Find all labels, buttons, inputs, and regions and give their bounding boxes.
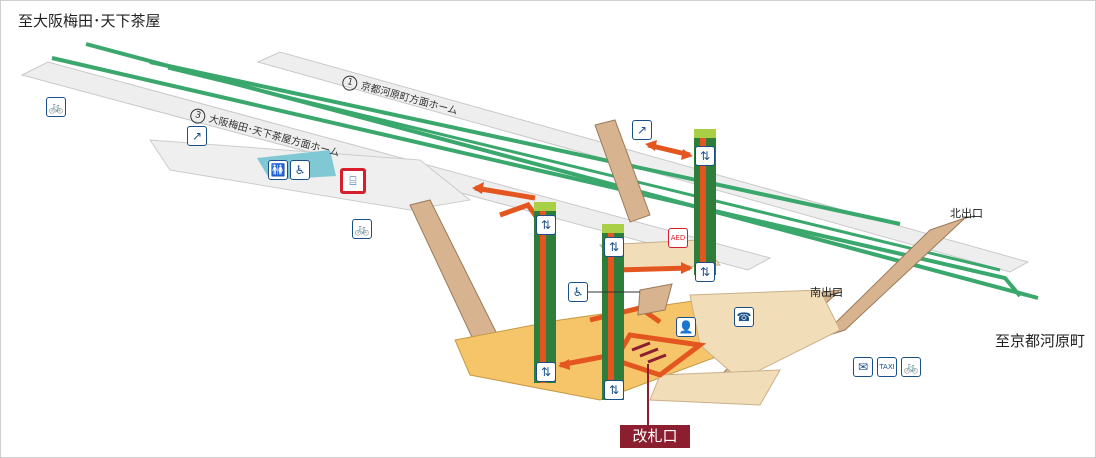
south-exit-pointer [829,291,843,296]
elevator-icon[interactable]: ⇅ [536,362,556,382]
north-exit-label: 北出口 [950,207,983,220]
elevator-icon[interactable]: ⇅ [604,237,624,257]
taxi-icon[interactable]: TAXI [877,357,897,377]
route-1 [474,185,536,201]
elevator-icon[interactable]: ⇅ [536,215,556,235]
station-staff-icon[interactable]: 👤 [676,317,696,337]
toilet-icon[interactable]: 🚻 [268,160,288,180]
route-1-arrow [472,182,484,194]
track-3 [149,60,901,226]
escalator-lower [637,283,673,316]
elevator-shaft-2-core [608,230,614,400]
phone-icon[interactable]: ☎ [734,307,754,327]
elevator-shaft-1-core [540,208,546,383]
route-4-arrow [681,262,693,274]
elevator-shaft-3-top [694,129,716,138]
stairs-left [409,199,501,351]
gate-bar-1 [631,341,651,352]
direction-osaka: 至大阪梅田･天下茶屋 [18,12,161,30]
aed-icon[interactable]: AED [668,228,688,248]
track-4 [167,66,1001,272]
route-3-arrow-a [645,140,657,151]
bicycle-icon[interactable]: 🚲 [46,97,66,117]
north-exit-pointer [964,215,976,219]
elevator-icon[interactable]: ⇅ [604,380,624,400]
gate-bar-2 [639,347,659,358]
bicycle-icon[interactable]: 🚲 [901,357,921,377]
elevator-shaft-3-core [700,135,706,275]
route-5-arrow [558,359,570,370]
route-3-arrow-b [681,149,693,160]
stairs-right [594,119,651,223]
elevator-icon[interactable]: ⇅ [695,262,715,282]
escalator-icon[interactable]: ↗ [632,120,652,140]
mailbox-icon[interactable]: ✉ [853,357,873,377]
wheelchair-icon[interactable]: ♿ [290,160,310,180]
ticket-gate-label[interactable]: 改札口 [620,425,690,448]
elevator-shaft-1-top [534,202,556,211]
slope-icon[interactable]: ♿ [568,282,588,302]
track-2 [51,56,1022,298]
elevator-icon[interactable]: ⇅ [695,146,715,166]
elevator-shaft-2-top [602,224,624,233]
escalator-icon[interactable]: ↗ [187,126,207,146]
concourse-right [689,289,841,381]
bicycle-icon[interactable]: 🚲 [352,219,372,239]
south-exit-label: 南出口 [810,286,843,299]
stairs-north [819,217,966,339]
lower-deck [649,369,781,406]
ticket-machine-icon[interactable]: ⌸ [340,168,366,194]
direction-kyoto: 至京都河原町 [995,332,1086,350]
route-4 [614,265,691,273]
gate-bar-3 [647,353,667,364]
platform-1 [256,51,1030,273]
